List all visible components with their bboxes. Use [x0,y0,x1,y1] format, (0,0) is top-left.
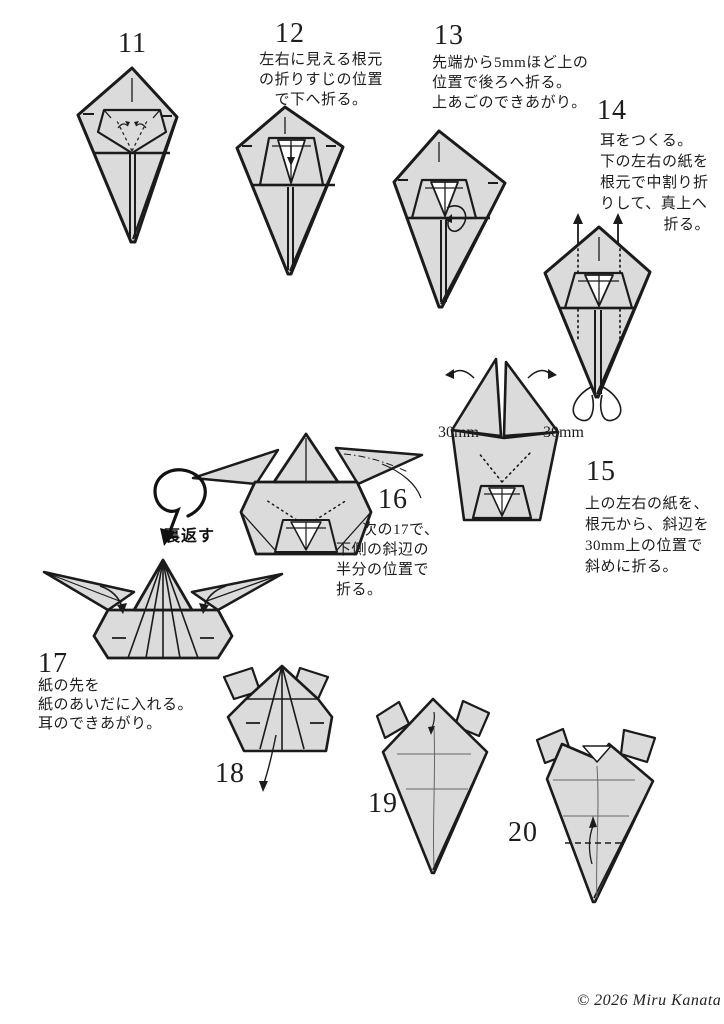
measurement-label-right: 30mm [543,424,584,441]
figure-step-19 [371,694,497,878]
step-15-number: 15 [586,456,616,487]
step-14-number: 14 [597,95,627,126]
figure-step-12 [233,104,349,279]
step-17-number: 17 [38,648,68,679]
measurement-label-left: 30mm [438,424,479,441]
figure-step-13 [390,128,508,313]
fold-line-arrow-icon [382,464,421,498]
figure-step-17 [36,552,288,664]
step-16-instructions: 次の17で、 下側の斜辺の 半分の位置で 折る。 [336,522,440,598]
step-18-number: 18 [215,758,245,789]
fold-behind-arrow-icon [445,206,466,231]
step-19-number: 19 [368,788,398,819]
fold-down-arrow-icon [428,712,435,735]
figure-step-11 [74,64,182,249]
fold-down-arrow-icon [259,735,276,792]
fold-down-arrow-icon [287,146,295,166]
step-13-instructions: 先端から5mmほど上の 位置で後ろへ折る。 上あごのできあがり。 [432,55,589,111]
turn-over-arrow-icon [122,466,218,546]
tuck-in-arrows-icon [100,586,226,614]
figure-step-14 [537,213,659,423]
fold-up-arrow-icon [589,816,597,864]
step-15-instructions: 上の左右の紙を、 根元から、斜辺を 30mm上の位置で 斜めに折る。 [585,496,710,575]
inward-fold-arrows-icon [118,121,146,128]
step-12-instructions: 左右に見える根元 の折りすじの位置 で下へ折る。 [258,52,383,108]
step-20-number: 20 [508,817,538,848]
figure-step-16 [186,428,424,562]
fold-up-arrows-icon [573,213,623,247]
figure-step-18 [216,661,342,792]
step-14-instructions: 耳をつくる。 下の左右の紙を 根元で中割り折 りして、真上へ 折る。 [600,133,710,233]
step-16-number: 16 [378,484,408,515]
copyright-notice: © 2026 Miru Kanata [577,992,722,1009]
step-13-number: 13 [434,20,464,51]
turn-over-label: 裏返す [164,528,216,545]
figure-step-20 [531,724,665,910]
step-17-instructions: 紙の先を 紙のあいだに入れる。 耳のできあがり。 [38,678,194,732]
step-12-number: 12 [275,18,305,49]
figure-step-15 [445,354,566,526]
step-11-number: 11 [118,28,147,59]
spread-arrows-icon [445,369,557,379]
